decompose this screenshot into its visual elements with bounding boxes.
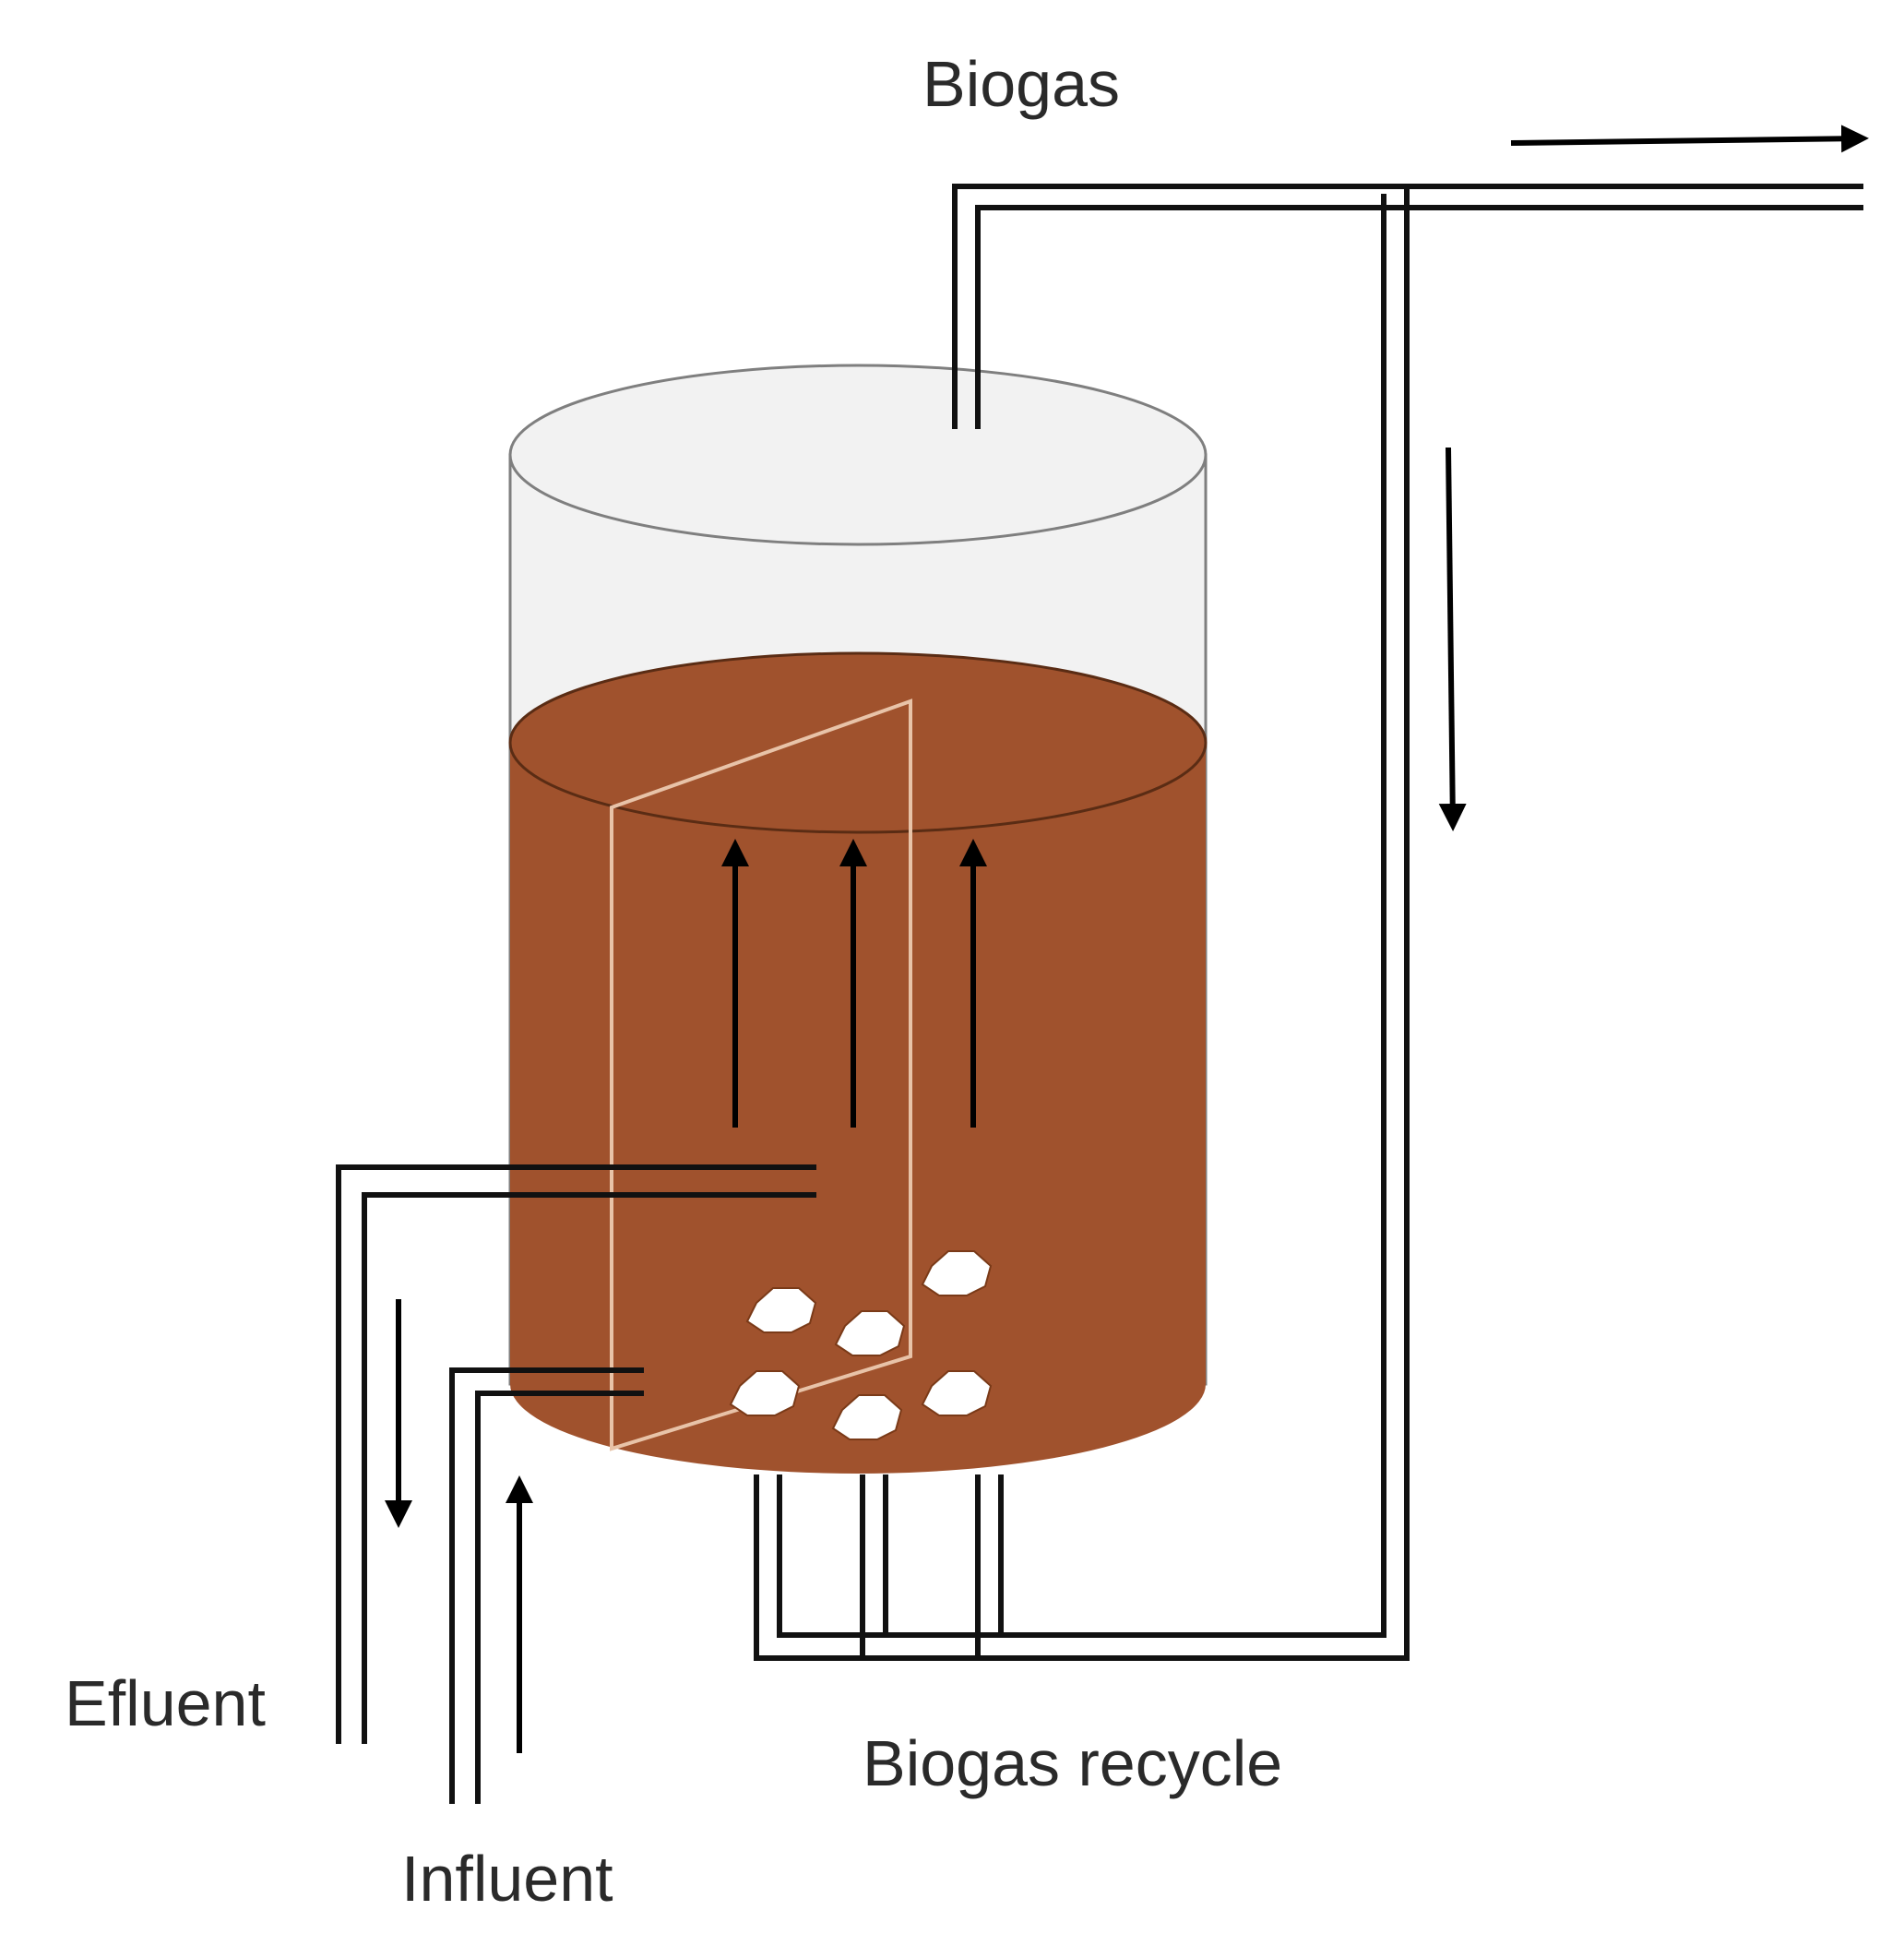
internal-baffle xyxy=(610,698,912,1451)
upflow-arrows xyxy=(721,839,987,1128)
recycle-down-arrow xyxy=(1438,447,1467,831)
gas-bubble xyxy=(729,1370,801,1416)
influent-pipe xyxy=(449,1367,644,1804)
tank-top-lid xyxy=(508,364,1208,546)
liquid-sludge-bed xyxy=(508,651,1208,1474)
liquid-body xyxy=(510,743,1206,1474)
biogas-out-arrow xyxy=(1510,125,1869,153)
gas-bubble xyxy=(831,1394,903,1440)
influent-label: Influent xyxy=(401,1843,613,1915)
gas-bubble xyxy=(745,1287,817,1333)
liquid-surface xyxy=(508,651,1208,834)
efluent-label: Efluent xyxy=(65,1667,266,1739)
gas-bubble xyxy=(921,1370,993,1416)
biogas-recycle-pipe xyxy=(754,186,1410,1661)
gas-bubble xyxy=(834,1310,906,1356)
effluent-pipe xyxy=(336,1164,816,1744)
direction-arrows xyxy=(385,125,1869,1753)
biogas-outlet-pipe xyxy=(952,184,1863,429)
biogas-recycle-label: Biogas recycle xyxy=(863,1727,1282,1799)
gas-bubble xyxy=(921,1250,993,1296)
gas-bubbles xyxy=(729,1250,993,1440)
biogas-label: Biogas xyxy=(922,48,1120,120)
